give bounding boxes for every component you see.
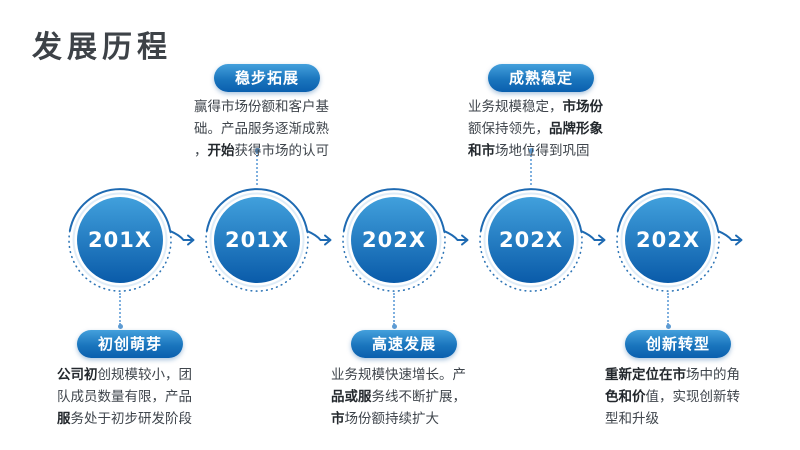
stage-pill-label: 高速发展	[371, 335, 437, 353]
year-label: 202X	[636, 228, 700, 252]
circle-body	[77, 197, 163, 283]
description-segment: 额保持领先，	[468, 121, 549, 137]
description-segment: 赢得市场份额和客户基础。产品服务逐渐成熟，	[194, 99, 329, 159]
description-segment: 场地位得到巩固	[495, 143, 590, 159]
description-segment: 务处于初步研发阶段	[70, 411, 193, 427]
arc-arrow-icon	[479, 188, 603, 241]
description-segment: 色和价	[605, 389, 646, 405]
circle-body	[351, 197, 437, 283]
stage-pill: 成熟稳定	[487, 64, 595, 92]
dotted-ring	[205, 230, 309, 292]
milestone-1: 201X 初创萌芽 公司初创规模较小，团队成员数量有限，产品服务处于初步研发阶段	[45, 0, 215, 450]
milestone-3: 202X 高速发展 业务规模快速增长。产品或服务线不断扩展， 市场份额持续扩大	[319, 0, 489, 450]
stage-pill: 初创萌芽	[76, 330, 184, 358]
arrowhead-icon	[324, 234, 332, 246]
stage-pill-label: 成熟稳定	[508, 69, 574, 87]
year-label: 202X	[362, 228, 426, 252]
dotted-ring	[479, 230, 583, 292]
description-segment: 公司初	[57, 367, 98, 383]
description-segment: 品牌形象和市	[468, 121, 603, 159]
stage-pill: 稳步拓展	[213, 64, 321, 92]
stage-pill: 创新转型	[624, 330, 732, 358]
stage-pill: 高速发展	[350, 330, 458, 358]
milestone-2: 201X 稳步拓展 赢得市场份额和客户基础。产品服务逐渐成熟，开始获得市场的认可	[182, 0, 352, 450]
arrowhead-icon	[598, 234, 606, 246]
year-circle: 202X	[479, 188, 606, 292]
arc-arrow-icon	[205, 188, 329, 241]
arrowhead-icon	[461, 234, 469, 246]
description-segment: 场中的角	[686, 367, 740, 383]
arc-arrow-icon	[616, 188, 740, 241]
description-segment: 品或服	[331, 389, 372, 405]
description-segment: 场份额持续扩大	[344, 411, 440, 427]
arrowhead-icon	[187, 234, 195, 246]
description-segment: 业务规模稳定，	[468, 99, 563, 115]
connector-dotted-line	[254, 148, 260, 185]
dotted-ring	[342, 230, 446, 292]
connector-dotted-line	[665, 293, 671, 329]
description-segment: 服	[57, 411, 71, 427]
year-circle: 201X	[205, 188, 332, 292]
year-label: 202X	[499, 228, 563, 252]
stage-description: 业务规模快速增长。产品或服务线不断扩展， 市场份额持续扩大	[331, 364, 477, 430]
circle-body	[625, 197, 711, 283]
circle-body	[488, 197, 574, 283]
year-circle: 201X	[68, 188, 195, 292]
description-segment: 务线不断扩展，	[371, 389, 467, 405]
year-label: 201X	[88, 228, 152, 252]
description-segment: 获得市场的认可	[234, 143, 330, 159]
description-segment: 值，实现创新转型和升级	[605, 389, 740, 427]
description-segment: 创规模较小，团队成员数量有限，产品	[57, 367, 192, 405]
year-label: 201X	[225, 228, 289, 252]
connector-dotted-line	[528, 148, 534, 185]
arc-arrow-icon	[342, 188, 466, 241]
description-segment: 开始	[207, 143, 235, 159]
arrowhead-icon	[735, 234, 743, 246]
milestone-5: 202X 创新转型 重新定位在市场中的角色和价值，实现创新转型和升级	[593, 0, 763, 450]
connector-dotted-line	[117, 293, 123, 329]
year-circle: 202X	[616, 188, 743, 292]
stage-pill-label: 稳步拓展	[234, 69, 300, 87]
stage-pill-label: 初创萌芽	[97, 335, 163, 353]
dotted-ring	[68, 230, 172, 292]
page-title: 发展历程	[32, 30, 172, 65]
description-segment: 业务规模快速增长。产	[331, 367, 466, 383]
connector-dotted-line	[391, 293, 397, 329]
stage-description: 业务规模稳定，市场份额保持领先，品牌形象和市场地位得到巩固	[468, 96, 614, 162]
description-segment: 市场份	[562, 99, 604, 115]
description-segment: 重新定位在市	[605, 367, 686, 383]
stage-description: 公司初创规模较小，团队成员数量有限，产品服务处于初步研发阶段	[57, 364, 203, 430]
year-circle: 202X	[342, 188, 469, 292]
stage-pill-label: 创新转型	[645, 335, 711, 353]
stage-description: 赢得市场份额和客户基础。产品服务逐渐成熟，开始获得市场的认可	[194, 96, 340, 162]
dotted-ring	[616, 230, 720, 292]
circle-body	[214, 197, 300, 283]
milestone-4: 202X 成熟稳定 业务规模稳定，市场份额保持领先，品牌形象和市场地位得到巩固	[456, 0, 626, 450]
arc-arrow-icon	[68, 188, 192, 241]
description-segment: 市	[331, 411, 345, 427]
stage-description: 重新定位在市场中的角色和价值，实现创新转型和升级	[605, 364, 751, 430]
